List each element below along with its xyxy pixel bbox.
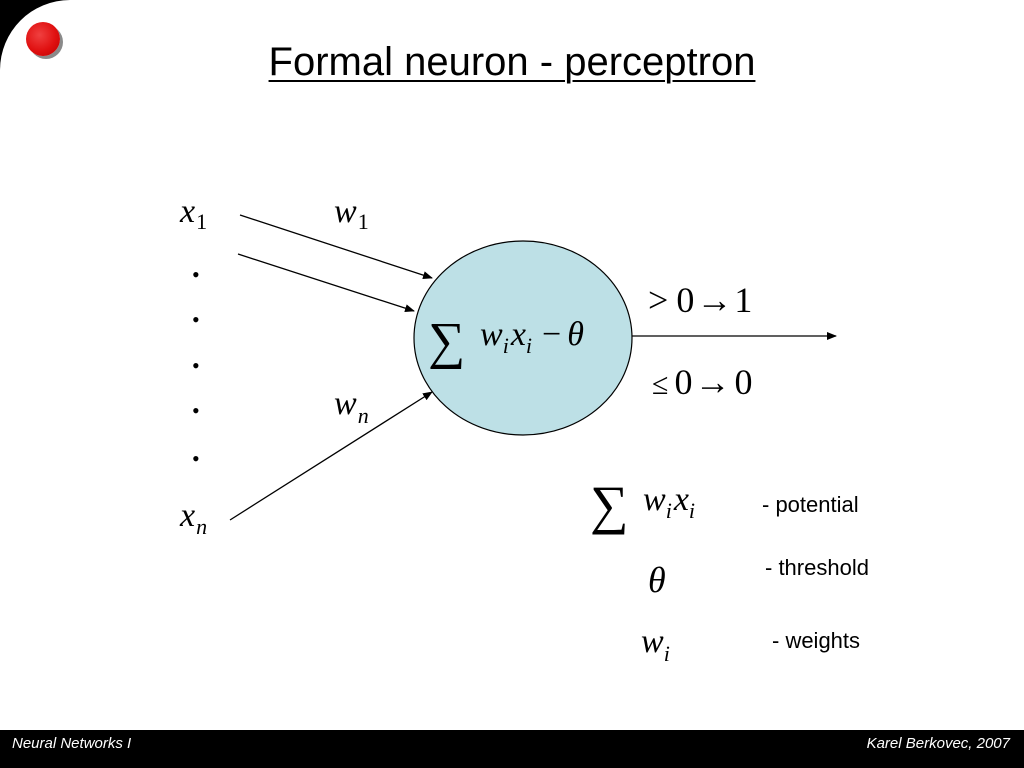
input-arrow-2 bbox=[237, 253, 415, 313]
legend-weight-symbol: wi bbox=[641, 623, 670, 666]
input-x1-label: x1 bbox=[179, 193, 207, 234]
neuron-formula: wixi−θ bbox=[480, 316, 584, 358]
input-arrow-n bbox=[229, 391, 433, 521]
input-arrow-1 bbox=[239, 214, 433, 279]
slide-title-text: Formal neuron - perceptron bbox=[268, 40, 756, 84]
slide-corner-button[interactable] bbox=[26, 22, 60, 56]
input-dot: • bbox=[192, 307, 200, 332]
legend-potential-formula: wixi bbox=[643, 481, 695, 523]
slide-footer: Neural Networks I Karel Berkovec, 2007 bbox=[0, 730, 1024, 768]
weight-w1-label: w1 bbox=[334, 193, 369, 234]
slide-title: Formal neuron - perceptron bbox=[0, 36, 1024, 88]
neuron-body bbox=[413, 240, 633, 436]
slide: Formal neuron - perceptron x1 • • • • • … bbox=[0, 0, 1024, 730]
output-rule-positive: >0→1 bbox=[648, 280, 752, 320]
legend-weights-text: - weights bbox=[772, 628, 861, 653]
input-dot: • bbox=[192, 398, 200, 423]
legend-potential-text: - potential bbox=[762, 492, 859, 517]
legend-sum-symbol: ∑ bbox=[590, 475, 629, 535]
legend-threshold-symbol: θ bbox=[648, 560, 666, 600]
perceptron-diagram: x1 • • • • • xn w1 wn ∑ wixi−θ >0→1 ≤0→0… bbox=[179, 193, 837, 666]
input-dot: • bbox=[192, 262, 200, 287]
legend-threshold-text: - threshold bbox=[765, 555, 869, 580]
output-rule-nonpositive: ≤0→0 bbox=[652, 362, 752, 402]
neuron-sum-symbol: ∑ bbox=[428, 313, 465, 370]
input-xn-label: xn bbox=[179, 497, 207, 539]
input-dot: • bbox=[192, 353, 200, 378]
weight-wn-label: wn bbox=[334, 385, 369, 428]
input-dot: • bbox=[192, 446, 200, 471]
footer-course-name: Neural Networks I bbox=[12, 735, 132, 752]
footer-author: Karel Berkovec, 2007 bbox=[866, 735, 1010, 752]
